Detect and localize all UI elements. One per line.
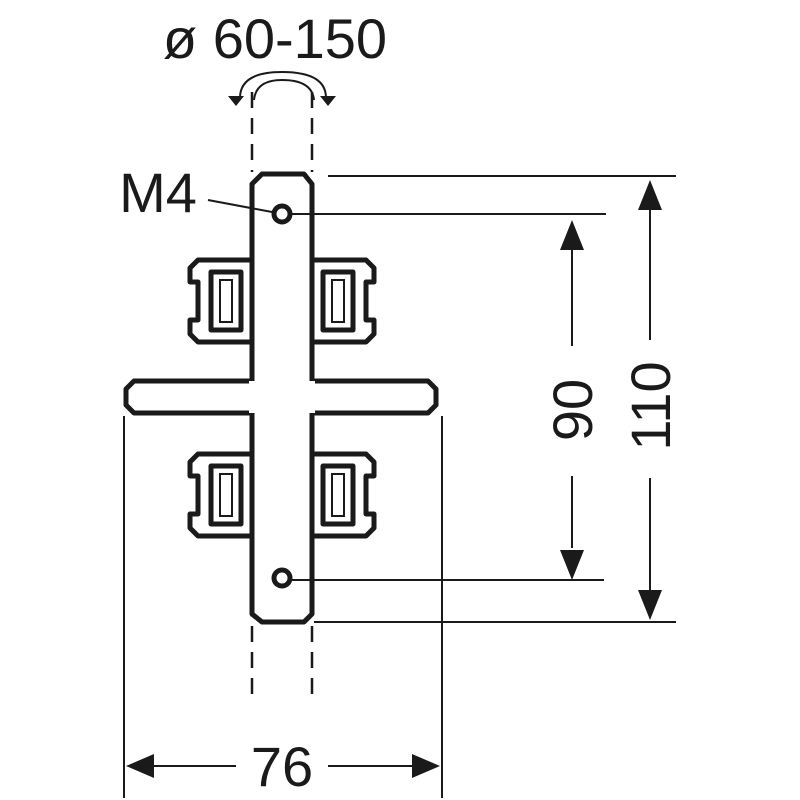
clip-upper-left (187, 257, 252, 345)
thread-label: M4 (119, 161, 197, 224)
dimension-width: 76 (126, 735, 440, 798)
bracket-body (123, 171, 439, 625)
hole-spacing-label: 90 (541, 379, 604, 441)
mounting-hole-top (271, 203, 293, 225)
dimension-height: 110 (619, 180, 682, 620)
pipe-outline (250, 92, 314, 700)
width-label: 76 (251, 735, 313, 798)
vertical-strap (249, 171, 315, 625)
mounting-hole-bottom (271, 567, 293, 589)
pipe-diameter-label: ø 60-150 (163, 7, 387, 70)
dimension-hole-spacing: 90 (541, 220, 604, 580)
clip-upper-right (312, 257, 377, 345)
clip-lower-left (187, 451, 252, 539)
pipe-rotation-icon (228, 70, 336, 106)
extension-lines (123, 175, 676, 798)
horizontal-bar (123, 378, 439, 416)
clip-lower-right (312, 451, 377, 539)
height-label: 110 (619, 361, 682, 450)
thread-leader (207, 199, 273, 213)
